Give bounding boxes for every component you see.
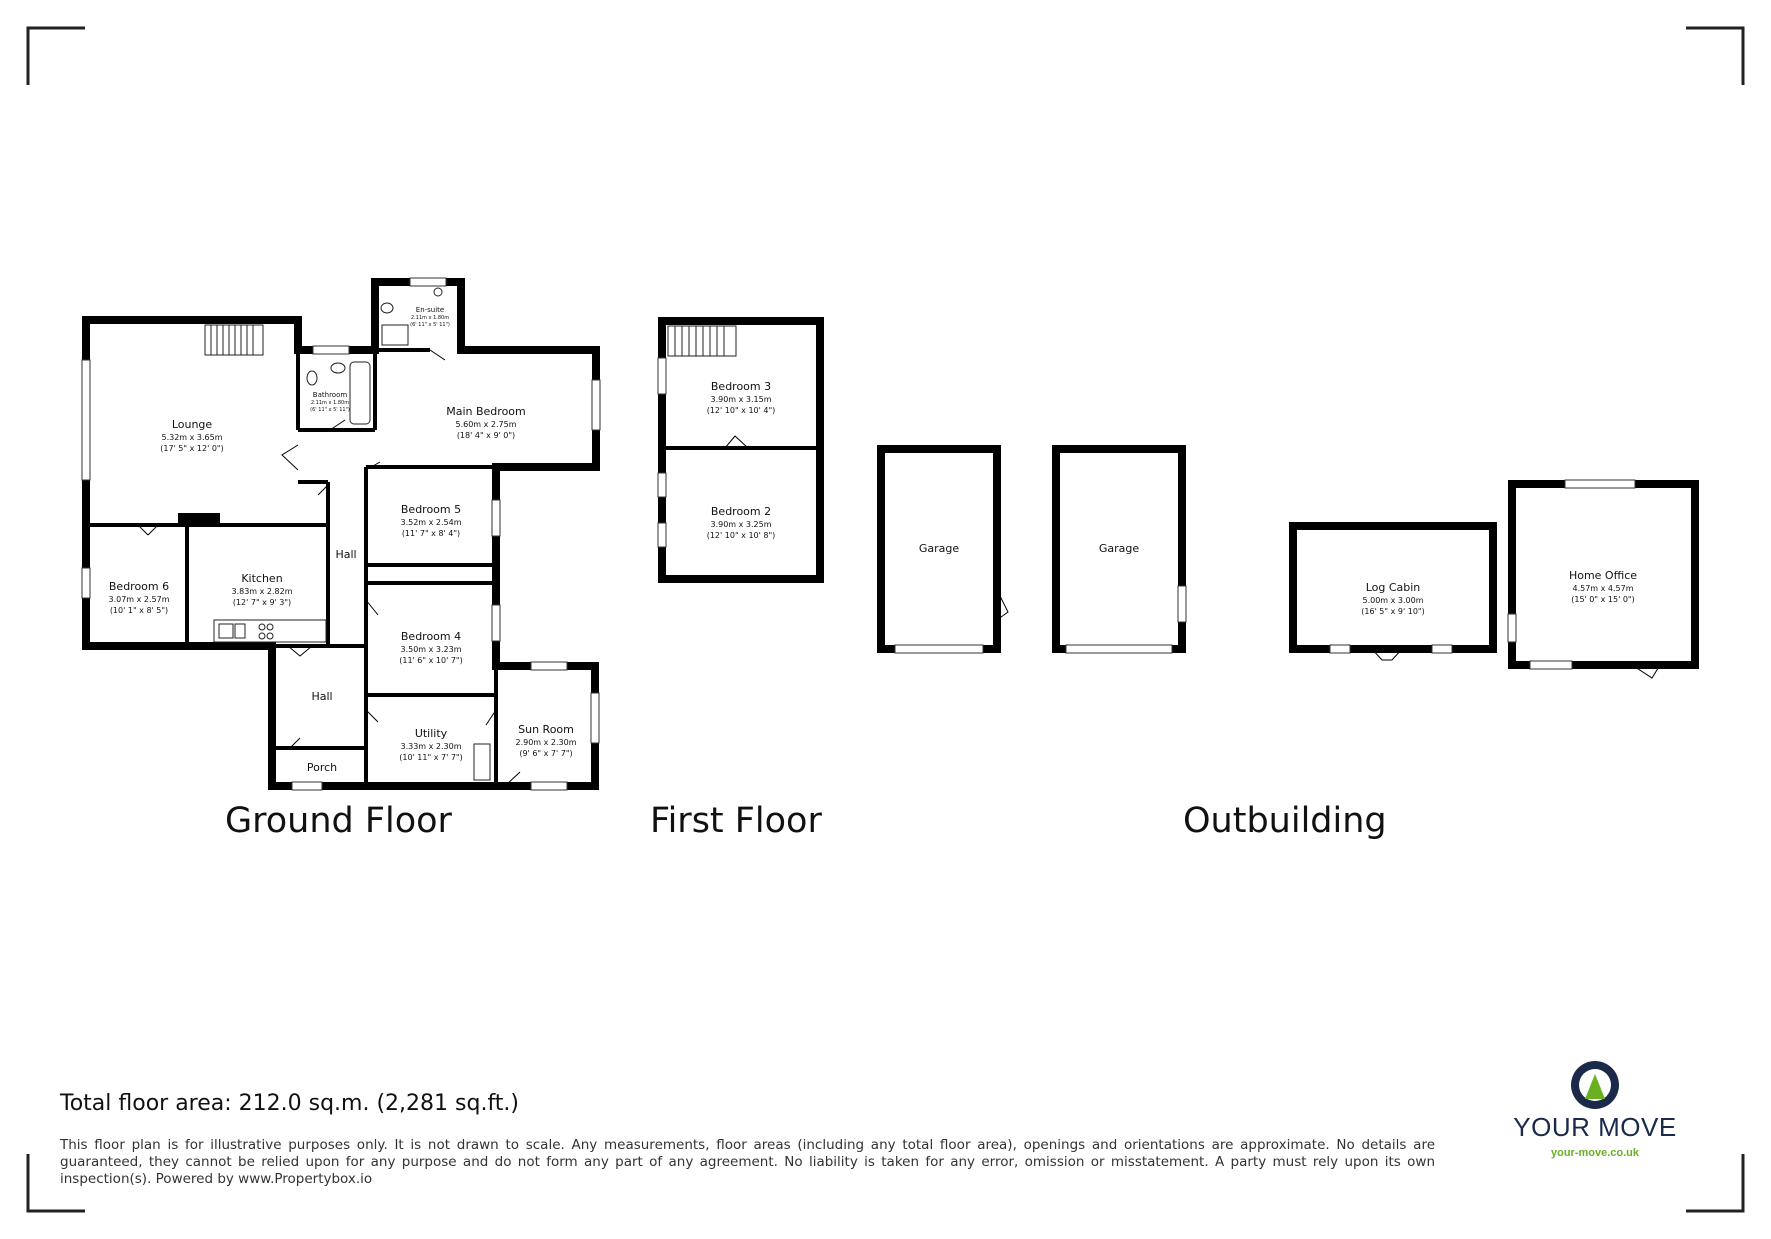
ensuite-basin-icon [433,287,443,297]
utility-imperial: (10' 11" x 7' 7") [399,753,462,762]
lounge-name: Lounge [172,418,213,431]
utility-metric: 3.33m x 2.30m [400,742,461,751]
kitchen-name: Kitchen [241,572,282,585]
disclaimer-text: This floor plan is for illustrative purp… [60,1137,1435,1187]
home-office-imperial: (15' 0" x 15' 0") [1571,595,1634,604]
sun-room-metric: 2.90m x 2.30m [515,738,576,747]
bedroom4-name: Bedroom 4 [401,630,461,643]
bedroom3-name: Bedroom 3 [711,380,771,393]
utility-name: Utility [415,727,448,740]
bathroom-imperial: (6' 11" x 5' 11") [310,407,350,413]
main-bedroom-metric: 5.60m x 2.75m [455,420,516,429]
hall-lower-name: Hall [311,690,332,703]
kitchen-imperial: (12' 7" x 9' 3") [233,598,291,607]
ensuite-imperial: (6' 11" x 5' 11") [410,322,450,328]
ground-floor-plan: Lounge 5.32m x 3.65m (17' 5" x 12' 0") B… [81,277,601,791]
sun-room-imperial: (9' 6" x 7' 7") [519,749,572,758]
main-bedroom-imperial: (18' 4" x 9' 0") [457,431,515,440]
bedroom6-metric: 3.07m x 2.57m [108,595,169,604]
logo-text: YOUR MOVE [1513,1112,1677,1142]
log-cabin-metric: 5.00m x 3.00m [1362,596,1423,605]
bedroom3-imperial: (12' 10" x 10' 4") [707,406,776,415]
ensuite-metric: 2.11m x 1.80m [411,315,449,321]
hall-upper-name: Hall [335,548,356,561]
utility-sink-icon [473,743,491,781]
bedroom5-metric: 3.52m x 2.54m [400,518,461,527]
bedroom6-imperial: (10' 1" x 8' 5") [110,606,168,615]
bathroom-name: Bathroom [313,391,348,399]
logo-mark-icon [1571,1061,1619,1109]
porch-name: Porch [307,761,337,774]
bedroom6-name: Bedroom 6 [109,580,169,593]
lounge-imperial: (17' 5" x 12' 0") [160,444,223,453]
ground-floor-label: Ground Floor [225,801,452,841]
first-floor-plan: Bedroom 3 3.90m x 3.15m (12' 10" x 10' 4… [657,317,824,583]
home-office-metric: 4.57m x 4.57m [1572,584,1633,593]
logo-url: your-move.co.uk [1550,1147,1640,1159]
log-cabin-imperial: (16' 5" x 9' 10") [1361,607,1424,616]
outbuilding-label: Outbuilding [1183,801,1387,841]
bedroom5-name: Bedroom 5 [401,503,461,516]
main-bedroom-name: Main Bedroom [446,405,526,418]
first-floor-label: First Floor [650,801,822,841]
bedroom2-metric: 3.90m x 3.25m [710,520,771,529]
bedroom2-imperial: (12' 10" x 10' 8") [707,531,776,540]
corner-marks [26,26,1745,1213]
kitchen-units [213,619,327,643]
your-move-logo: YOUR MOVE your-move.co.uk [1505,1055,1685,1165]
bath-icon [349,361,371,425]
home-office-name: Home Office [1569,569,1637,582]
first-floor-stairs [667,325,737,357]
garage1-name: Garage [919,542,960,555]
toilet-icon [306,370,318,386]
log-cabin-name: Log Cabin [1366,581,1421,594]
ensuite-name: En-suite [416,306,444,314]
total-floor-area: Total floor area: 212.0 sq.m. (2,281 sq.… [60,1091,520,1116]
lounge-metric: 5.32m x 3.65m [161,433,222,442]
shower-icon [381,324,409,346]
bedroom3-metric: 3.90m x 3.15m [710,395,771,404]
bedroom2-name: Bedroom 2 [711,505,771,518]
bedroom5-imperial: (11' 7" x 8' 4") [402,529,460,538]
garage2-name: Garage [1099,542,1140,555]
lounge-stairs [204,324,264,356]
sun-room-name: Sun Room [518,723,574,736]
bedroom4-imperial: (11' 6" x 10' 7") [399,656,462,665]
bathroom-metric: 2.11m x 1.80m [311,400,349,406]
basin-icon [330,362,346,374]
outbuilding-plan: Garage Garage Log Cabin 5.00m x 3.00m (1… [877,445,1699,679]
bedroom4-metric: 3.50m x 3.23m [400,645,461,654]
ensuite-toilet-icon [380,302,394,314]
kitchen-metric: 3.83m x 2.82m [231,587,292,596]
